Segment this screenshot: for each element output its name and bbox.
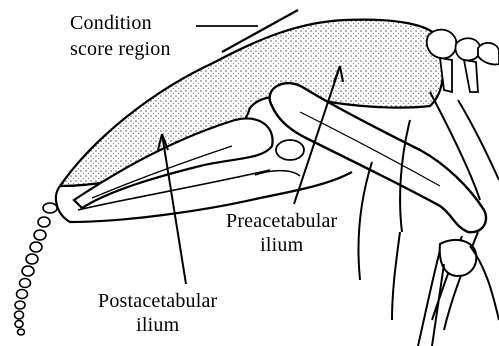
condition-score-region-label: Condition score region bbox=[70, 11, 171, 61]
condition-score-region-line2: score region bbox=[70, 37, 171, 61]
preacetabular-ilium-line2: ilium bbox=[226, 233, 337, 257]
tail-vertebrae bbox=[15, 203, 58, 335]
postacetabular-ilium-label: Postacetabular ilium bbox=[98, 289, 217, 337]
preacetabular-ilium-line1: Preacetabular bbox=[226, 209, 337, 233]
tibia bbox=[440, 240, 477, 276]
postacetabular-ilium-line1: Postacetabular bbox=[98, 289, 217, 313]
condition-score-region-line1: Condition bbox=[70, 11, 171, 35]
postacetabular-ilium-line2: ilium bbox=[98, 313, 217, 337]
preacetabular-ilium-label: Preacetabular ilium bbox=[226, 209, 337, 257]
